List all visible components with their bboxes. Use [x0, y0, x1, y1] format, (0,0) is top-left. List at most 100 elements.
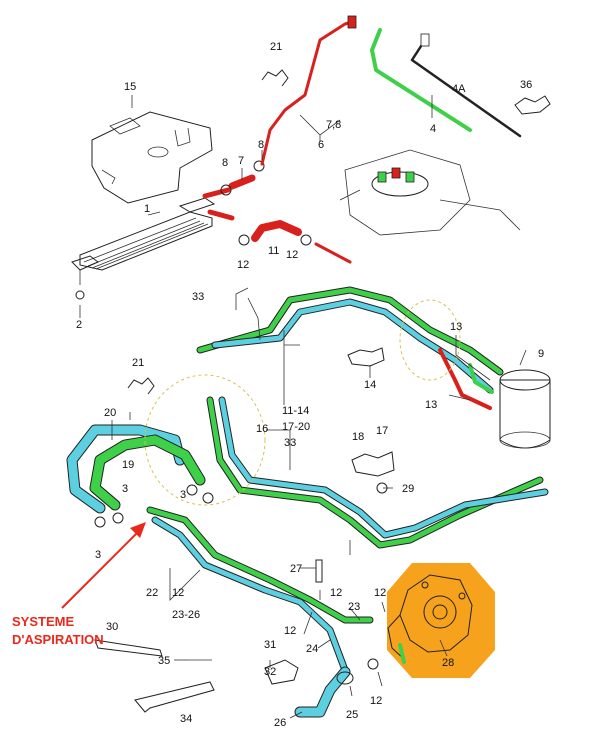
clip-14	[347, 347, 385, 367]
hose-19	[90, 435, 205, 510]
callout-29: 29	[402, 483, 414, 495]
tank-area	[339, 149, 521, 236]
pipe-4a-cap	[420, 33, 430, 47]
annotation-arrow-head	[130, 522, 146, 538]
callout-28: 28	[442, 657, 454, 669]
harness-right-green	[468, 363, 494, 394]
hose-7	[228, 174, 256, 190]
callout-11: 11	[268, 245, 279, 257]
callout-15: 15	[124, 81, 136, 93]
callout-12-b: 12	[286, 249, 298, 261]
bracket-34	[134, 681, 215, 713]
clip-21-top	[261, 69, 289, 87]
callout-17-20: 17-20	[282, 421, 310, 433]
callout-19: 19	[122, 459, 134, 471]
clamp-8-a	[220, 184, 232, 196]
callout-33-top: 33	[192, 291, 204, 303]
callout-8-top: 8	[258, 139, 264, 151]
harness-main-outline-b	[218, 396, 549, 539]
callout-36: 36	[520, 79, 532, 91]
clamp-3-a	[94, 516, 106, 528]
callout-9: 9	[538, 348, 544, 360]
clamp-8-b	[253, 160, 265, 172]
vacuum-pump-highlight	[387, 563, 495, 678]
part-30	[94, 639, 163, 657]
detail-circle-right	[399, 299, 461, 381]
hose-26	[295, 667, 350, 717]
harness-upper-cyan	[212, 299, 493, 393]
callout-11-14: 11-14	[282, 405, 309, 417]
callout-23-26: 23-26	[172, 609, 200, 621]
callout-17: 17	[376, 425, 388, 437]
pipe-6-cap	[347, 15, 357, 29]
leader-lines	[79, 95, 527, 719]
callout-13-bottom: 13	[425, 399, 437, 411]
callout-34: 34	[180, 713, 192, 725]
filter-9	[499, 369, 551, 449]
callout-25: 25	[346, 709, 358, 721]
callout-3-a: 3	[122, 483, 128, 495]
harness-main-green	[207, 397, 543, 548]
callout-14: 14	[364, 379, 376, 391]
callout-12-f: 12	[284, 625, 296, 637]
callout-7: 7	[238, 155, 244, 167]
bracket-18-17	[351, 451, 395, 477]
callout-18: 18	[352, 431, 364, 443]
callout-8-bottom: 8	[222, 157, 228, 169]
callout-labels: 15 1 2 21 7 8 8 7,8 6 4A 4 36 12 11 12 3…	[76, 41, 544, 729]
callout-26: 26	[274, 717, 286, 729]
callout-23: 23	[348, 601, 360, 613]
callout-3-c: 3	[95, 549, 101, 561]
callout-33-mid: 33	[284, 437, 296, 449]
callout-12-e: 12	[374, 587, 386, 599]
callout-12-d: 12	[330, 587, 342, 599]
line-lower-cyan	[152, 517, 348, 673]
callout-6: 6	[318, 139, 324, 151]
callout-21-top: 21	[270, 41, 282, 53]
harness-upper-red	[438, 348, 492, 410]
callout-1: 1	[144, 203, 150, 215]
pipe-4	[370, 28, 472, 132]
clip-21-left	[127, 377, 155, 395]
callout-4a: 4A	[452, 83, 466, 95]
callout-13-top: 13	[450, 321, 462, 333]
callout-31: 31	[264, 639, 276, 651]
callout-21-left: 21	[132, 357, 144, 369]
hose-11	[251, 220, 302, 242]
line-lower-outline-a	[146, 506, 374, 624]
clip-36	[514, 95, 551, 115]
clip-31	[264, 659, 299, 685]
callout-12-a: 12	[237, 259, 249, 271]
grommet-32	[367, 658, 379, 670]
clamp-12-right	[300, 234, 312, 246]
clamp-3-c	[186, 484, 198, 496]
callout-22: 22	[146, 587, 158, 599]
callout-3-b: 3	[180, 489, 186, 501]
line-lower-green	[147, 507, 373, 623]
clamp-12-left	[238, 234, 250, 246]
pipe-6	[260, 20, 354, 166]
cover-plate-15	[91, 111, 213, 204]
callout-16: 16	[256, 423, 268, 435]
annotation-line-1: SYSTEME	[12, 614, 74, 629]
harness-main-cyan	[219, 397, 548, 538]
callout-35: 35	[158, 655, 170, 667]
callout-30: 30	[106, 621, 118, 633]
clamp-3-d	[202, 492, 214, 504]
annotation-line-2: D'ASPIRATION	[12, 632, 104, 647]
hose-20	[67, 425, 185, 513]
annotation-arrow-line	[61, 529, 141, 609]
callout-4: 4	[430, 123, 436, 135]
callout-12-c: 12	[172, 587, 184, 599]
connector-25	[336, 671, 354, 685]
bolt-27	[315, 559, 323, 583]
callout-24: 24	[306, 643, 318, 655]
callout-2: 2	[76, 319, 82, 331]
cooler-1	[71, 187, 235, 300]
clamp-3-b	[112, 512, 124, 524]
callout-7-8: 7,8	[326, 119, 341, 131]
callout-20: 20	[104, 407, 116, 419]
vacuum-pump-28	[387, 574, 473, 664]
